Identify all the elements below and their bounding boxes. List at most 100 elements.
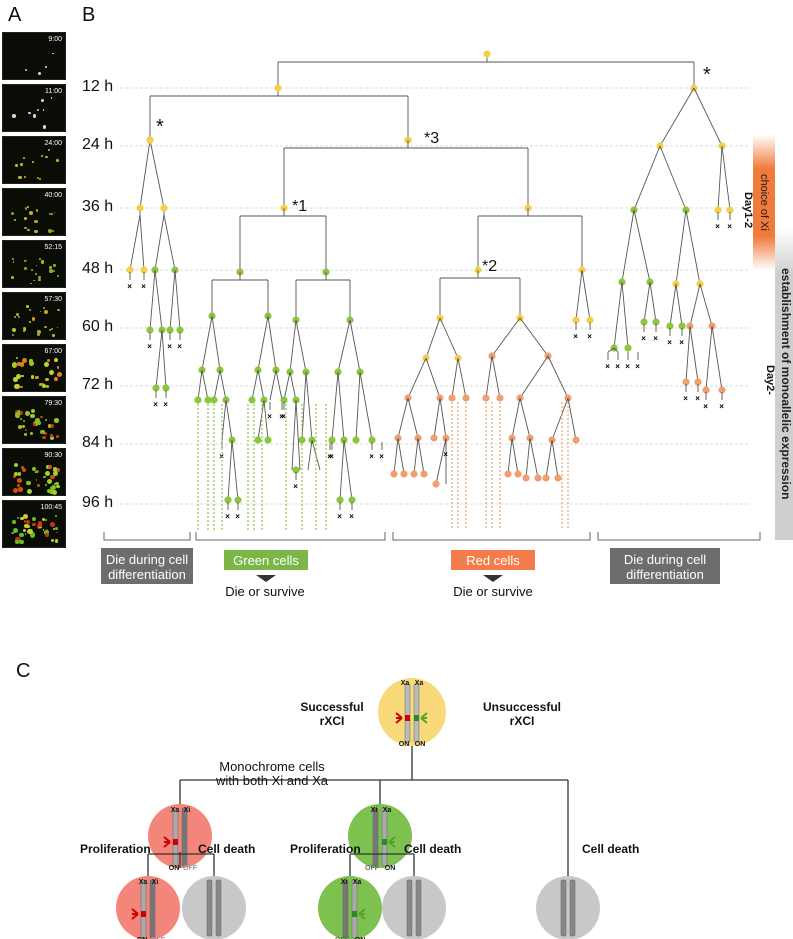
cell-circle bbox=[348, 804, 412, 868]
time-label-36h: 36 h bbox=[82, 198, 114, 215]
cell-spot bbox=[35, 376, 39, 380]
cell-node bbox=[640, 318, 648, 326]
cell-spot bbox=[51, 328, 53, 330]
cell-spot bbox=[31, 516, 36, 521]
cell-spot bbox=[14, 163, 18, 167]
cell-spot bbox=[12, 488, 18, 494]
arrow-triangle bbox=[483, 575, 503, 582]
cell-spot bbox=[53, 527, 56, 531]
red2-xa-label: Xa bbox=[139, 879, 148, 886]
cell-spot bbox=[25, 259, 28, 262]
cell-spot bbox=[14, 472, 18, 477]
cell-spot bbox=[11, 333, 15, 337]
cell-spot bbox=[24, 428, 27, 432]
death-x-mark: × bbox=[715, 222, 720, 231]
chromosome bbox=[172, 807, 179, 867]
cell-spot bbox=[15, 312, 19, 316]
cell-node bbox=[448, 394, 456, 402]
cell-spot bbox=[53, 264, 56, 267]
film-frame: 79:30 bbox=[2, 396, 66, 444]
cell-spot bbox=[56, 326, 59, 329]
tree-branch bbox=[529, 437, 539, 479]
cell-node bbox=[224, 496, 232, 504]
tree-branch bbox=[485, 355, 493, 399]
cell-spot bbox=[24, 433, 28, 437]
cell-spot bbox=[56, 468, 61, 473]
cell-spot bbox=[45, 377, 49, 381]
cell-spot bbox=[12, 114, 16, 118]
chromosome bbox=[406, 879, 413, 937]
tree-branch bbox=[457, 357, 467, 399]
chromosome bbox=[215, 879, 222, 937]
death-x-mark: × bbox=[163, 400, 168, 409]
cell-node bbox=[126, 266, 134, 274]
cell-node bbox=[348, 496, 356, 504]
death-x-mark: × bbox=[615, 362, 620, 371]
tree-branch bbox=[295, 399, 301, 471]
cell-spot bbox=[42, 528, 45, 531]
lineage-tree: ××××××××××××××××××××××××××××××××××××× bbox=[103, 50, 761, 582]
film-timestamp: 9:00 bbox=[48, 36, 62, 43]
cell-spot bbox=[46, 385, 49, 388]
cell-spot bbox=[56, 371, 62, 377]
death-x-mark: × bbox=[587, 332, 592, 341]
cell-death-label-green: Cell death bbox=[404, 842, 462, 856]
die-or-survive-red: Die or survive bbox=[453, 584, 533, 599]
chromosome bbox=[149, 879, 156, 939]
cell-node bbox=[462, 394, 470, 402]
tree-branch bbox=[154, 269, 163, 331]
red-off-label: OFF bbox=[183, 865, 198, 872]
cell-spot bbox=[14, 316, 16, 319]
cell-spot bbox=[48, 266, 52, 270]
film-frame: 11:00 bbox=[2, 84, 66, 132]
tree-branch bbox=[507, 437, 513, 475]
die-or-survive-green: Die or survive bbox=[225, 584, 305, 599]
cell-node bbox=[514, 470, 522, 478]
cell-spot bbox=[55, 527, 59, 531]
top-xa-label: Xa bbox=[401, 680, 410, 687]
cell-spot bbox=[17, 361, 22, 366]
cell-node bbox=[328, 436, 336, 444]
tree-branch bbox=[139, 139, 151, 209]
cell-spot bbox=[30, 282, 32, 285]
cell-circle bbox=[536, 876, 600, 939]
time-label-60h: 60 h bbox=[82, 318, 114, 335]
red-reporter bbox=[141, 911, 146, 917]
cell-node bbox=[542, 474, 550, 482]
tree-branch bbox=[417, 437, 425, 475]
red-cells-box: Red cells bbox=[451, 550, 535, 570]
cell-spot bbox=[44, 471, 51, 477]
cell-spot bbox=[19, 539, 24, 545]
tree-branch bbox=[251, 369, 259, 401]
death-x-mark: × bbox=[443, 450, 448, 459]
monochrome-cells-label: Monochrome cells with both Xi and Xa bbox=[215, 759, 329, 788]
cell-node bbox=[166, 326, 174, 334]
tree-branch bbox=[221, 399, 227, 441]
cell-spot bbox=[13, 219, 16, 222]
red-expression-icon bbox=[163, 836, 171, 848]
tree-branch bbox=[169, 269, 176, 331]
tree-branch bbox=[511, 437, 519, 475]
cell-node bbox=[210, 396, 218, 404]
death-x-mark: × bbox=[369, 452, 374, 461]
green-off-label: OFF bbox=[365, 865, 380, 872]
tree-branch bbox=[669, 283, 677, 327]
cell-spot bbox=[48, 149, 51, 152]
cell-node bbox=[496, 394, 504, 402]
cell-spot bbox=[46, 488, 51, 493]
cell-spot bbox=[56, 485, 60, 489]
tree-branch bbox=[201, 369, 209, 401]
tree-branch bbox=[621, 209, 635, 283]
cell-spot bbox=[18, 175, 22, 179]
cell-spot bbox=[17, 472, 22, 476]
red-on-label: ON bbox=[169, 865, 180, 872]
cell-node bbox=[534, 474, 542, 482]
cell-spot bbox=[22, 425, 25, 428]
death-x-mark: × bbox=[329, 452, 334, 461]
cell-spot bbox=[24, 207, 28, 211]
cell-node bbox=[234, 496, 242, 504]
cell-spot bbox=[46, 358, 50, 362]
cell-spot bbox=[37, 71, 41, 75]
tree-branch bbox=[359, 371, 373, 441]
tree-branch bbox=[393, 437, 399, 475]
